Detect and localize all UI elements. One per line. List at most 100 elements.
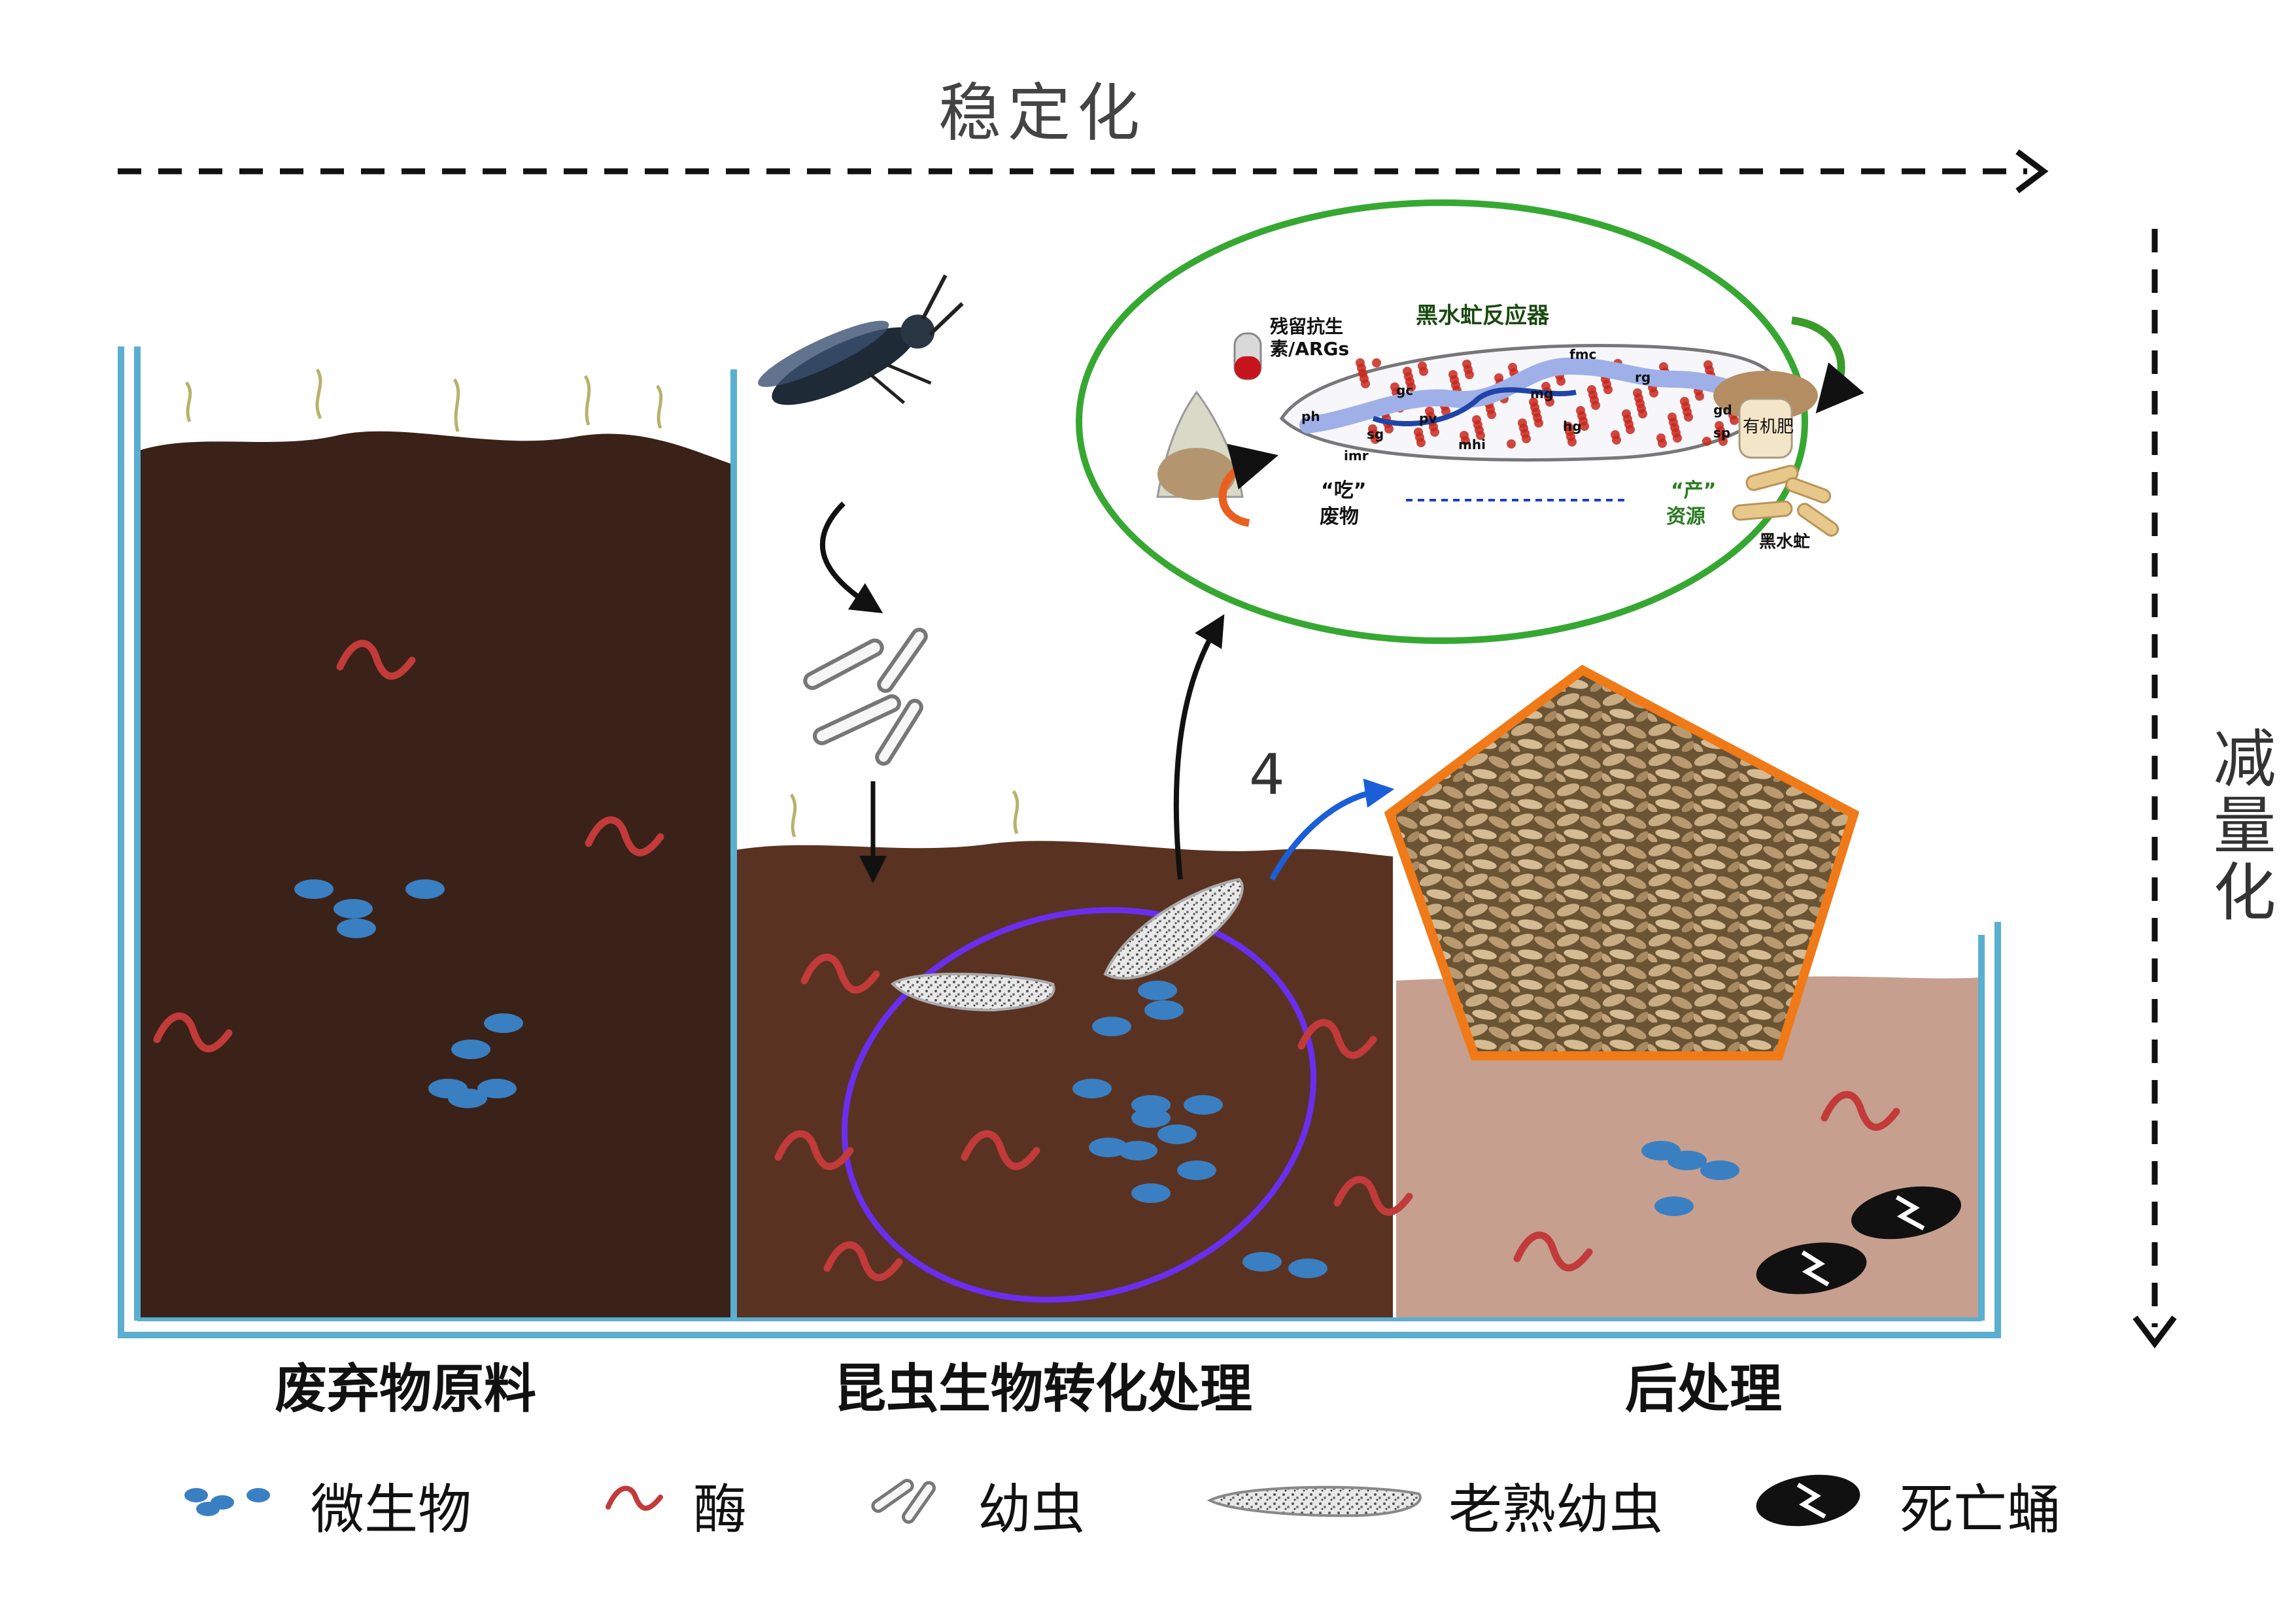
- fat-body-dot: [1545, 398, 1554, 407]
- raw-waste-label: 废弃物原料: [275, 1359, 536, 1419]
- legend-enzyme-icon: [606, 1485, 663, 1511]
- fat-body-dot: [1702, 437, 1711, 446]
- fly-to-larvae-arrow: [819, 501, 883, 613]
- microbe-cell: [405, 879, 445, 899]
- gut-label: gd: [1713, 402, 1732, 418]
- fat-body-dot: [1384, 424, 1394, 433]
- enzyme-squiggle: [336, 639, 416, 680]
- legend-dead-pupa-icon: [1756, 1474, 1860, 1527]
- fat-body-dot: [1487, 410, 1496, 419]
- harvested-larvae-pentagon: [1384, 664, 1860, 1060]
- fat-body-dot: [1416, 438, 1426, 447]
- black-soldier-fly: [758, 274, 964, 405]
- insect-conversion-label: 昆虫生物转化处理: [834, 1359, 1252, 1419]
- steam-wisps: [184, 368, 1019, 837]
- legend-microbes-label: 微生物: [311, 1479, 472, 1541]
- legend-mature-larvae-icon: [1207, 1485, 1422, 1517]
- small-bsf-larvae-icon: [1732, 464, 1839, 537]
- to-inset-arrow: [1173, 614, 1225, 880]
- microbe-cell: [484, 1013, 523, 1033]
- fat-body-dot: [1695, 392, 1704, 401]
- fat-body-dot: [1638, 409, 1647, 418]
- fat-body-dot: [1556, 377, 1566, 386]
- fat-body-dot: [1361, 379, 1370, 388]
- dead-pupae: [1756, 1186, 1961, 1294]
- antibiotics-label-1: 残留抗生: [1270, 316, 1344, 337]
- fat-body-dot: [1507, 439, 1516, 448]
- reduction-label: 减量化: [2202, 726, 2276, 926]
- fat-body-dot: [1658, 439, 1667, 448]
- microbe-cell: [1157, 1125, 1197, 1144]
- fat-body-dot: [1372, 358, 1381, 367]
- fat-body-dot: [1612, 435, 1621, 445]
- enzyme-squiggle: [1821, 1091, 1900, 1131]
- enzyme-group: [153, 639, 1900, 1281]
- eat-waste-arrow: [1218, 443, 1278, 527]
- fat-body-dot: [1567, 437, 1577, 447]
- fat-body-dot: [1522, 434, 1531, 443]
- fat-body-dot: [1461, 436, 1470, 445]
- fertilizer-icon: [1713, 371, 1818, 459]
- gut-label: ph: [1301, 409, 1320, 424]
- microbe-cell: [1700, 1160, 1739, 1180]
- fat-body-dot: [1430, 428, 1439, 437]
- microbe-cell: [334, 899, 373, 919]
- microbe-cell: [1118, 1141, 1157, 1160]
- microbe-cell: [1092, 1017, 1131, 1036]
- microbe-cell: [1131, 1183, 1171, 1203]
- gut-label: hg: [1563, 418, 1582, 434]
- microbe-cell: [1072, 1079, 1112, 1098]
- post-treatment-label: 后处理: [1625, 1359, 1782, 1419]
- microbe-cell: [448, 1089, 487, 1108]
- gut-label: sg: [1367, 426, 1384, 442]
- fat-body-dot: [1626, 425, 1635, 434]
- gut-label: pv: [1419, 411, 1437, 426]
- fat-body-dot: [1534, 418, 1543, 428]
- microbe-cell: [477, 1079, 517, 1098]
- gut-label: mg: [1530, 386, 1554, 401]
- inset-title: 黑水虻反应器: [1416, 303, 1549, 329]
- mature-larvae-in-soil: [890, 877, 1244, 1012]
- legend-enzymes-label: 酶: [693, 1479, 747, 1541]
- fat-body-dot: [1684, 413, 1693, 422]
- fat-body-dot: [1407, 382, 1416, 392]
- gut-label: fmc: [1569, 347, 1597, 362]
- larva-reactor-body: [1279, 344, 1781, 462]
- fat-body-dot: [1476, 431, 1485, 440]
- microbe-cell: [1654, 1196, 1694, 1216]
- fat-body-dot: [1603, 385, 1613, 394]
- to-pentagon-arrow: [1269, 778, 1395, 881]
- gut-label: rg: [1635, 369, 1651, 385]
- legend-microbe-icon: [184, 1488, 270, 1516]
- eat-waste-label-1: “吃”: [1321, 479, 1367, 502]
- enzyme-squiggle: [823, 1241, 903, 1281]
- legend-larvae-icon: [871, 1479, 936, 1524]
- fat-body-dot: [1371, 435, 1380, 444]
- stabilization-axis: [118, 149, 2049, 194]
- fat-body-dot: [1673, 433, 1682, 443]
- microbe-cell: [1144, 1000, 1184, 1020]
- reduction-axis: [2132, 229, 2177, 1349]
- microbe-cell: [1177, 1160, 1216, 1180]
- fat-body-dot: [1465, 370, 1474, 379]
- fat-body-dot: [1730, 416, 1739, 425]
- step-number: 4: [1249, 742, 1285, 807]
- enzyme-squiggle: [800, 953, 880, 994]
- bsf-label: 黑水虻: [1759, 532, 1811, 552]
- fertilizer-label: 有机肥: [1743, 417, 1794, 437]
- fat-body-dot: [1591, 401, 1600, 410]
- produce-resource-label-1: “产”: [1671, 479, 1717, 502]
- fat-body-dot: [1419, 367, 1428, 376]
- microbe-cell: [337, 919, 376, 938]
- microbe-cell: [1138, 981, 1177, 1000]
- enzyme-squiggle: [1333, 1176, 1413, 1216]
- gut-label: gc: [1396, 382, 1414, 398]
- microbe-cell: [451, 1040, 490, 1059]
- fat-body-dot: [1441, 407, 1450, 416]
- enzyme-squiggle: [961, 1130, 1040, 1170]
- enzyme-squiggle: [774, 1130, 854, 1170]
- fat-body-dot: [1649, 388, 1658, 398]
- fat-body-dot: [1580, 422, 1589, 431]
